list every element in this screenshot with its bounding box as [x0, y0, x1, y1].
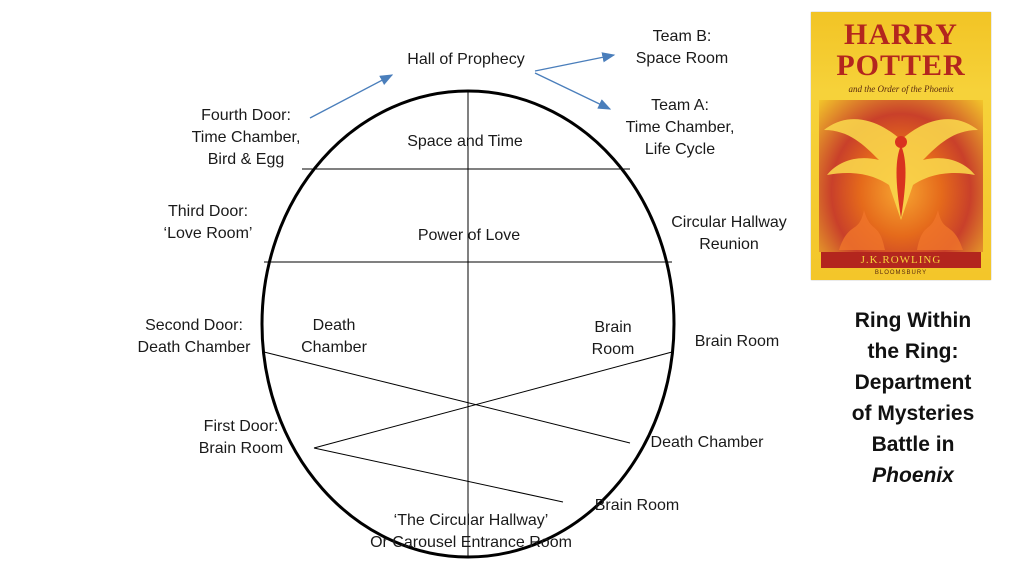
team-b-line-2: Space Room — [635, 50, 729, 67]
fourth-door-line-3: Bird & Egg — [207, 151, 285, 168]
book-title-line-2: POTTER — [836, 49, 966, 82]
arrow-to-team-a — [534, 72, 612, 110]
caption-line-4: of Mysteries — [851, 402, 975, 425]
book-cover-image: HARRY POTTER and the Order of the Phoeni… — [811, 12, 991, 280]
team-a-line-2: Time Chamber, — [625, 119, 735, 136]
team-a-label: Team A: Time Chamber, Life Cycle — [626, 95, 735, 161]
fourth-door-line-1: Fourth Door: — [201, 107, 291, 124]
third-door-line-2: ‘Love Room’ — [163, 225, 253, 242]
book-publisher: BLOOMSBURY — [874, 270, 928, 276]
caption-line-6: Phoenix — [872, 464, 954, 487]
hall-of-prophecy-label: Hall of Prophecy — [407, 51, 525, 68]
entrance-room-label: ‘The Circular Hallway’ Or Carousel Entra… — [370, 510, 572, 554]
fourth-door-line-2: Time Chamber, — [191, 129, 301, 146]
circular-hallway-reunion-label: Circular Hallway Reunion — [671, 212, 787, 256]
caption-line-2: the Ring: — [867, 340, 959, 363]
phoenix-artwork — [819, 100, 983, 252]
death-chamber-right-label: Death Chamber — [650, 434, 764, 451]
first-door-line-2: Brain Room — [198, 440, 284, 457]
third-door-line-1: Third Door: — [167, 203, 249, 220]
entrance-line-2: Or Carousel Entrance Room — [370, 534, 572, 551]
brain-room-inner-line-1: Brain — [594, 319, 632, 336]
phoenix-icon — [824, 119, 978, 250]
team-a-line-1: Team A: — [651, 97, 709, 114]
book-author: J.K.ROWLING — [821, 252, 981, 268]
team-b-line-1: Team B: — [652, 28, 712, 45]
brain-room-inner-label: Brain Room — [592, 317, 635, 361]
slide-caption: Ring Within the Ring: Department of Myst… — [820, 305, 1006, 491]
death-chamber-inner-line-2: Chamber — [301, 339, 367, 356]
death-chamber-inner-line-1: Death — [312, 317, 356, 334]
reunion-line-1: Circular Hallway — [671, 214, 787, 231]
reunion-line-2: Reunion — [699, 236, 759, 253]
arrow-to-team-b — [534, 52, 616, 72]
caption-line-1: Ring Within — [854, 309, 972, 332]
second-door-label: Second Door: Death Chamber — [138, 315, 251, 359]
brain-room-bottom-right-label: Brain Room — [594, 497, 680, 514]
book-subtitle: and the Order of the Phoenix — [848, 84, 954, 94]
power-of-love-label: Power of Love — [417, 227, 521, 244]
bottom-line-brain — [313, 447, 564, 503]
first-door-line-1: First Door: — [203, 418, 279, 435]
cross-line-death — [263, 351, 631, 444]
brain-room-right-label: Brain Room — [694, 333, 780, 350]
cross-line-brain — [313, 351, 673, 449]
brain-room-inner-line-2: Room — [591, 341, 635, 358]
second-door-line-2: Death Chamber — [137, 339, 251, 356]
first-door-label: First Door: Brain Room — [199, 416, 283, 460]
caption-line-5: Battle in — [871, 433, 955, 456]
caption-line-3: Department — [854, 371, 972, 394]
third-door-label: Third Door: ‘Love Room’ — [164, 201, 253, 245]
second-door-line-1: Second Door: — [145, 317, 243, 334]
entrance-line-1: ‘The Circular Hallway’ — [393, 512, 549, 529]
team-a-line-3: Life Cycle — [644, 141, 716, 158]
team-b-label: Team B: Space Room — [636, 26, 729, 70]
death-chamber-inner-label: Death Chamber — [301, 315, 367, 359]
fourth-door-label: Fourth Door: Time Chamber, Bird & Egg — [192, 105, 301, 171]
arrow-to-hall — [309, 74, 394, 119]
book-title-line-1: HARRY — [844, 18, 958, 51]
space-and-time-label: Space and Time — [407, 133, 523, 150]
